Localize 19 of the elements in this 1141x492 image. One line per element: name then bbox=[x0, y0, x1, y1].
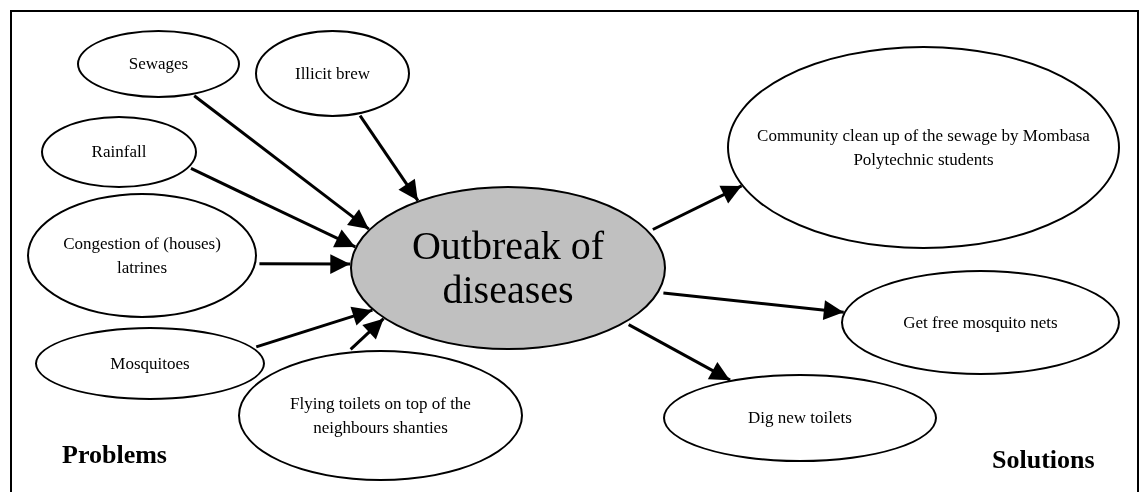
node-text: Mosquitoes bbox=[110, 352, 190, 375]
node-text: Congestion of (houses) latrines bbox=[62, 232, 222, 279]
node-text: Rainfall bbox=[91, 141, 147, 164]
arrow bbox=[255, 306, 373, 349]
node-text: Community clean up of the sewage by Mombasa Polytechnic students bbox=[756, 124, 1091, 171]
arrow bbox=[663, 291, 844, 320]
arrow bbox=[627, 323, 731, 382]
node-text: Flying toilets on top of the neighbours shanties bbox=[289, 392, 472, 439]
node-text: Outbreak of diseases bbox=[410, 224, 606, 312]
section-heading: Problems bbox=[62, 440, 167, 470]
arrow bbox=[259, 254, 351, 274]
node-text: Sewages bbox=[128, 53, 189, 76]
section-heading: Solutions bbox=[992, 445, 1095, 475]
node-text: Get free mosquito nets bbox=[903, 311, 1058, 334]
arrow bbox=[652, 184, 743, 231]
node-text: Dig new toilets bbox=[748, 407, 852, 430]
arrow bbox=[358, 114, 420, 202]
node-text: Illicit brew bbox=[294, 62, 371, 85]
arrow bbox=[349, 317, 385, 351]
